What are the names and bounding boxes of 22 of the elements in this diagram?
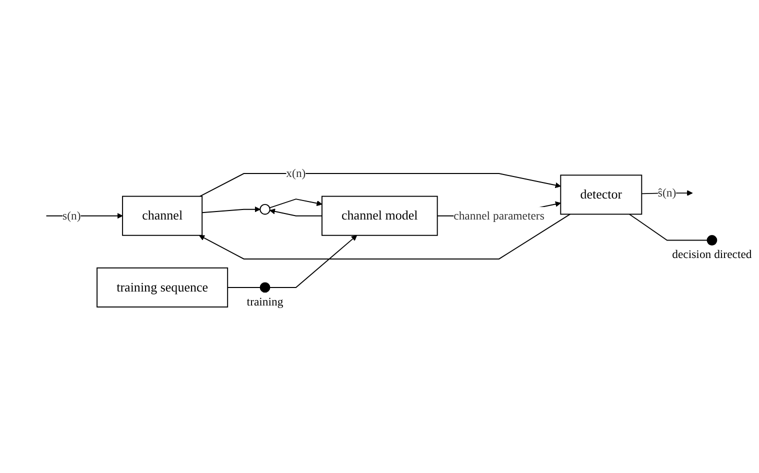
node-box: detector (560, 174, 642, 215)
connector (227, 286, 261, 288)
arrow (198, 214, 571, 260)
node-circle (260, 204, 270, 215)
switch-contact-label: decision directed (672, 248, 752, 262)
arrow (202, 206, 260, 214)
arrow (269, 198, 322, 208)
arrow (46, 212, 123, 219)
arrow (270, 208, 322, 216)
arrow (199, 173, 561, 197)
node-circle (706, 235, 718, 246)
connector (628, 214, 708, 241)
switch-contact-label: training (246, 295, 284, 308)
edge-label: ŝ(n) (658, 186, 676, 200)
node-box: channel (122, 196, 203, 236)
edge-label: s(n) (62, 209, 81, 222)
node-circle (260, 282, 270, 293)
edge-label: x(n) (286, 166, 306, 180)
node-box: channel model (322, 196, 438, 236)
node-box: training sequence (96, 267, 228, 308)
arrow (269, 235, 358, 288)
edge-label: channel parameters (454, 209, 544, 222)
